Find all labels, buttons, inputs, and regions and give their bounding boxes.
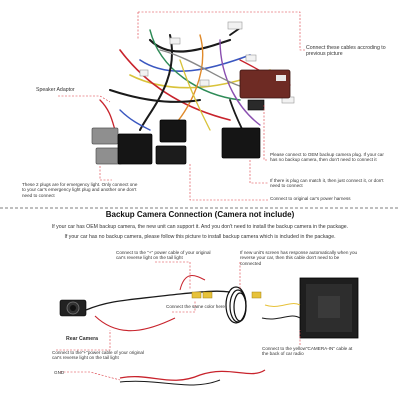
callout-oem-camera: Please connect to OEM backup camera plug…: [270, 152, 384, 163]
camera-wiring-illustration: [59, 275, 359, 386]
wiring-harness-illustration: [91, 21, 295, 165]
callout-speaker-adaptor: Speaker Adaptor: [36, 87, 75, 93]
callout-gnd: GND: [54, 370, 65, 375]
callout-lines-bottom: [56, 261, 301, 381]
intro-line-1: If your car has OEM backup camera, the n…: [51, 224, 349, 230]
callout-same-color: Connect the same color here: [166, 304, 225, 309]
callout-power-harness: Connect to original car's power harness: [270, 196, 351, 201]
speaker-adaptor-box: [239, 69, 291, 99]
callout-positive-power-bottom: Connect to the"+"power cable of your ori…: [52, 350, 145, 361]
callout-camera-in: Connect to the yellow"CAMERA-IN" cable a…: [262, 346, 353, 357]
callout-rear-camera: Rear Camera: [66, 336, 99, 342]
intro-line-2: If your car has no backup camera, please…: [64, 234, 336, 240]
callout-emergency-plugs: These 2 plugs are for emergency light. O…: [22, 182, 138, 198]
callout-screen-response: If new unit's screen has response automa…: [240, 250, 358, 266]
callout-positive-power-top: Connect to the "+" power cable of your o…: [116, 250, 211, 261]
callout-connect-cables: Connect these cables accroding to previo…: [306, 45, 386, 57]
callout-lines-top: [58, 11, 306, 201]
callout-plug-match: If there is plug can match it, then just…: [270, 178, 384, 189]
section-title: Backup Camera Connection (Camera not inc…: [105, 210, 295, 219]
